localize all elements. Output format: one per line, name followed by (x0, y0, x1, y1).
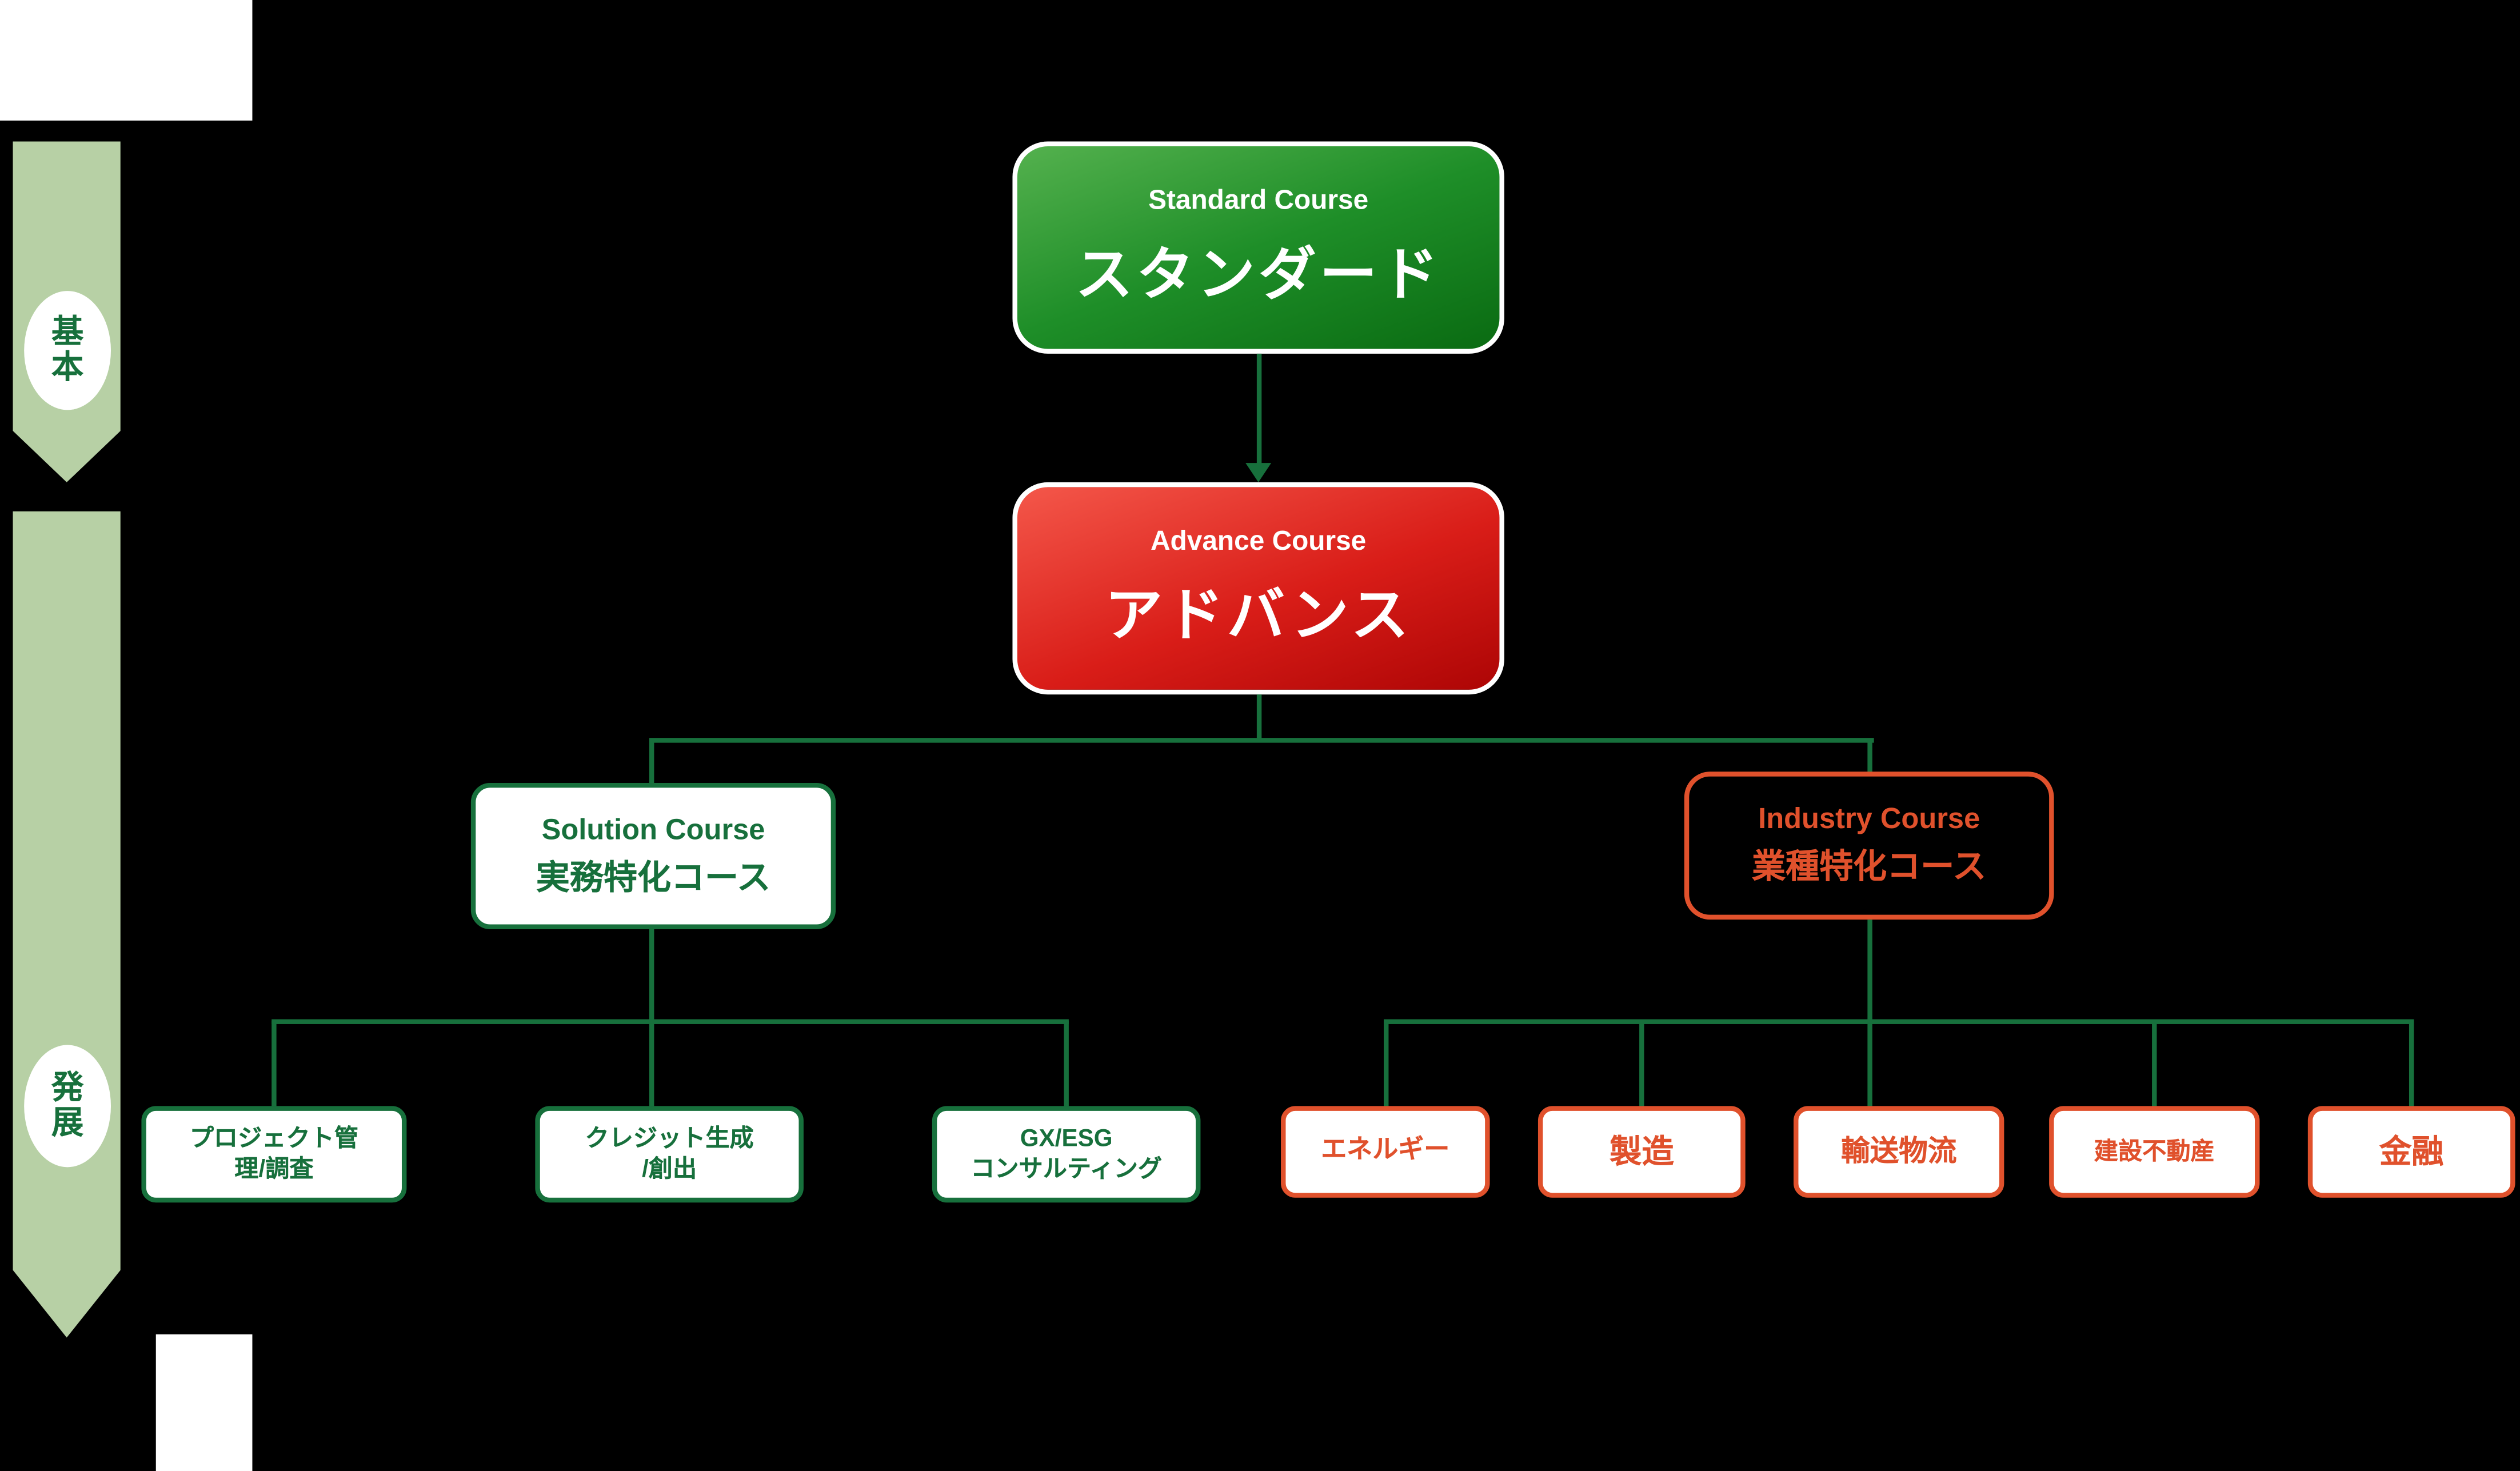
corner-patch-top-left (0, 0, 253, 121)
leaf-line: 製造 (1610, 1134, 1674, 1170)
node-energy: エネルギー (1281, 1106, 1490, 1198)
connector-solution-stem (648, 929, 654, 1021)
connector-industry-horizontal (1383, 1018, 2414, 1024)
connector-industry-drop (1866, 740, 1872, 774)
connector-solution-drop (648, 740, 654, 785)
stage-label-char: 発 (51, 1070, 84, 1106)
connector-industry-child-drop (1866, 1021, 1872, 1106)
connector-branch-horizontal (648, 737, 1874, 742)
leaf-line: コンサルティング (971, 1156, 1163, 1184)
node-standard-course: Standard Course スタンダード (1012, 141, 1504, 354)
node-gx-esg-consulting: GX/ESG コンサルティング (932, 1106, 1201, 1203)
connector-industry-child-drop (1638, 1021, 1644, 1106)
arrowhead-down-icon (1245, 463, 1272, 482)
stage-label-char: 基 (51, 315, 84, 351)
node-credit-generation: クレジット生成 /創出 (535, 1106, 804, 1203)
node-transport-logistics: 輸送物流 (1794, 1106, 2004, 1198)
connector-industry-child-drop (1383, 1021, 1388, 1106)
node-finance: 金融 (2307, 1106, 2515, 1198)
leaf-line: GX/ESG (1020, 1124, 1113, 1152)
node-title: 業種特化コース (1751, 849, 1987, 886)
leaf-line: 輸送物流 (1840, 1134, 1957, 1167)
node-subtitle: Standard Course (1148, 184, 1369, 215)
leaf-line: エネルギー (1321, 1137, 1450, 1164)
connector-standard-advance (1256, 353, 1261, 466)
connector-solution-child-drop (270, 1021, 276, 1106)
node-solution-course: Solution Course 実務特化コース (470, 782, 836, 929)
node-title: アドバンス (1105, 581, 1412, 647)
stage-band-advanced (13, 511, 121, 1338)
stage-label-basic: 基 本 (24, 291, 111, 410)
connector-industry-child-drop (2151, 1021, 2156, 1106)
connector-industry-stem (1866, 920, 1872, 1021)
leaf-line: 金融 (2379, 1134, 2444, 1170)
leaf-line: /創出 (642, 1156, 697, 1184)
stage-label-char: 展 (51, 1106, 84, 1142)
leaf-line: クレジット生成 (585, 1124, 754, 1152)
stage-label-char: 本 (51, 350, 84, 386)
node-manufacturing: 製造 (1537, 1106, 1746, 1198)
connector-solution-horizontal (270, 1018, 1068, 1024)
leaf-line: プロジェクト管 (189, 1124, 359, 1152)
connector-solution-child-drop (648, 1021, 654, 1106)
node-project-management: プロジェクト管 理/調査 (141, 1106, 407, 1203)
connector-industry-child-drop (2408, 1021, 2414, 1106)
node-construction-realestate: 建設不動産 (2049, 1106, 2260, 1198)
node-subtitle: Solution Course (541, 813, 765, 845)
connector-advance-stem (1256, 694, 1261, 740)
stage-label-advanced: 発 展 (24, 1045, 111, 1168)
node-subtitle: Industry Course (1758, 802, 1980, 835)
leaf-line: 建設不動産 (2094, 1137, 2215, 1165)
corner-patch-bottom-left (155, 1334, 253, 1471)
node-industry-course: Industry Course 業種特化コース (1684, 772, 2054, 920)
node-subtitle: Advance Course (1151, 525, 1367, 555)
node-title: 実務特化コース (536, 859, 771, 897)
connector-solution-child-drop (1063, 1021, 1068, 1106)
node-title: スタンダード (1075, 240, 1442, 306)
node-advance-course: Advance Course アドバンス (1012, 482, 1504, 695)
leaf-line: 理/調査 (234, 1156, 314, 1184)
